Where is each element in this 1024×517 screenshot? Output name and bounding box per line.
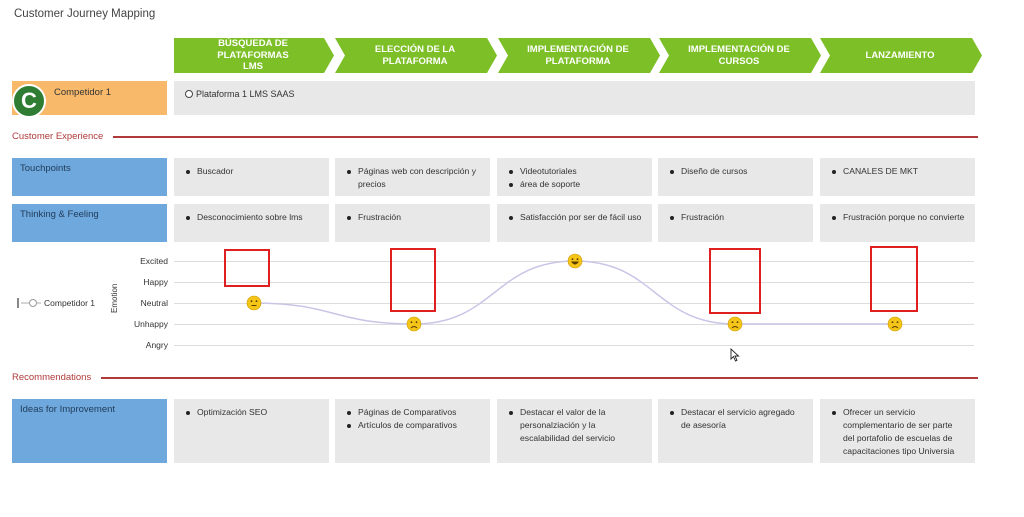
highlight-box <box>870 246 918 312</box>
emotion-level-label: Unhappy <box>133 319 168 329</box>
list-item: Satisfacción por ser de fácil uso <box>509 211 642 224</box>
list-item: Frustración <box>347 211 480 224</box>
mouse-cursor-icon <box>730 348 740 362</box>
legend-series-label: Competidor 1 <box>44 298 96 308</box>
stage-label: ELECCIÓN DE LA <box>374 44 456 55</box>
stage-arrow-shape <box>659 38 821 73</box>
list-item: CANALES DE MKT <box>832 165 965 178</box>
row-label-touchpoints: Touchpoints <box>12 158 167 196</box>
gridline <box>174 282 974 283</box>
page-title: Customer Journey Mapping <box>14 8 156 20</box>
stage-label: BÚSQUEDA DE PLATAFORMAS <box>217 38 289 61</box>
list-item: Páginas web con descripción y precios <box>347 165 480 191</box>
emotion-level-label: Neutral <box>140 298 168 308</box>
gridline <box>174 345 974 346</box>
list-item: área de soporte <box>509 178 642 191</box>
stage-label: PLATAFORMA <box>382 55 448 67</box>
stage-label: LANZAMIENTO <box>865 49 935 61</box>
highlight-box <box>390 248 436 312</box>
emotion-level-label: Excited <box>140 256 168 266</box>
touchpoint-cell[interactable]: Buscador <box>174 158 329 196</box>
stage-label: PLATAFORMA <box>545 55 611 67</box>
list-item: Destacar el valor de la personalziación … <box>509 406 642 445</box>
persona-radio-button[interactable] <box>185 90 193 98</box>
stage-lanzamiento[interactable]: LANZAMIENTO <box>820 38 982 73</box>
thinking-cell[interactable]: Satisfacción por ser de fácil uso <box>497 204 652 242</box>
stage-arrow-shape <box>820 38 982 73</box>
list-item: Frustración <box>670 211 803 224</box>
legend-series-icon <box>17 298 41 308</box>
cell-list: Destacar el valor de la personalziación … <box>509 406 642 445</box>
emotion-axis-label: Emotion <box>110 283 119 313</box>
stage-label: LMS <box>242 61 264 73</box>
cell-list: Desconocimiento sobre lms <box>186 211 319 224</box>
cell-list: Destacar el servicio agregado de asesorí… <box>670 406 803 432</box>
section-divider <box>101 377 978 379</box>
cell-list: Satisfacción por ser de fácil uso <box>509 211 642 224</box>
list-item: Buscador <box>186 165 319 178</box>
cell-list: Ofrecer un servicio complementario de se… <box>832 406 965 458</box>
list-item: Artículos de comparativos <box>347 419 480 432</box>
list-item: Diseño de cursos <box>670 165 803 178</box>
gridline <box>174 303 974 304</box>
cell-list: Diseño de cursos <box>670 165 803 178</box>
list-item: Desconocimiento sobre lms <box>186 211 319 224</box>
touchpoint-cell[interactable]: CANALES DE MKT <box>820 158 975 196</box>
stage-label: IMPLEMENTACIÓN DE <box>527 44 629 55</box>
improvement-cell[interactable]: Ofrecer un servicio complementario de se… <box>820 399 975 463</box>
persona-bar <box>174 81 975 115</box>
gridline <box>174 261 974 262</box>
section-customer-experience: Customer Experience <box>12 131 104 142</box>
list-item: Optimización SEO <box>186 406 319 419</box>
thinking-cell[interactable]: Frustración <box>335 204 490 242</box>
gridline <box>174 324 974 325</box>
section-recommendations: Recommendations <box>12 372 92 383</box>
stage-arrow-shape <box>498 38 660 73</box>
improvement-cell[interactable]: Optimización SEO <box>174 399 329 463</box>
highlight-box <box>709 248 761 314</box>
cell-list: Frustración <box>347 211 480 224</box>
stage-arrow-shape <box>174 38 334 73</box>
emotion-level-label: Happy <box>143 277 168 287</box>
cell-list: CANALES DE MKT <box>832 165 965 178</box>
row-label-ideas-improvement: Ideas for Improvement <box>12 399 167 463</box>
cell-list: Frustración <box>670 211 803 224</box>
stage-arrow-shape <box>335 38 497 73</box>
persona-platform: Plataforma 1 LMS SAAS <box>196 89 295 99</box>
improvement-cell[interactable]: Destacar el servicio agregado de asesorí… <box>658 399 813 463</box>
emotion-level-label: Angry <box>145 340 168 350</box>
improvement-cell[interactable]: Destacar el valor de la personalziación … <box>497 399 652 463</box>
avatar: C <box>12 84 46 118</box>
thinking-cell[interactable]: Desconocimiento sobre lms <box>174 204 329 242</box>
highlight-box <box>224 249 270 287</box>
list-item: Ofrecer un servicio complementario de se… <box>832 406 965 458</box>
touchpoint-cell[interactable]: Diseño de cursos <box>658 158 813 196</box>
emotion-curve <box>253 260 895 325</box>
cell-list: Buscador <box>186 165 319 178</box>
row-label-thinking-feeling: Thinking & Feeling <box>12 204 167 242</box>
section-divider <box>113 136 978 138</box>
thinking-cell[interactable]: Frustración porque no convierte <box>820 204 975 242</box>
cell-list: Optimización SEO <box>186 406 319 419</box>
list-item: Páginas de Comparativos <box>347 406 480 419</box>
thinking-cell[interactable]: Frustración <box>658 204 813 242</box>
list-item: Destacar el servicio agregado de asesorí… <box>670 406 803 432</box>
list-item: Frustración porque no convierte <box>832 211 965 224</box>
stage-label: IMPLEMENTACIÓN DE <box>688 44 790 55</box>
cell-list: Páginas web con descripción y precios <box>347 165 480 191</box>
cell-list: Frustración porque no convierte <box>832 211 965 224</box>
stage-label: CURSOS <box>718 55 760 67</box>
touchpoint-cell[interactable]: Páginas web con descripción y precios <box>335 158 490 196</box>
list-item: Videotutoriales <box>509 165 642 178</box>
persona-name: Competidor 1 <box>54 87 112 98</box>
